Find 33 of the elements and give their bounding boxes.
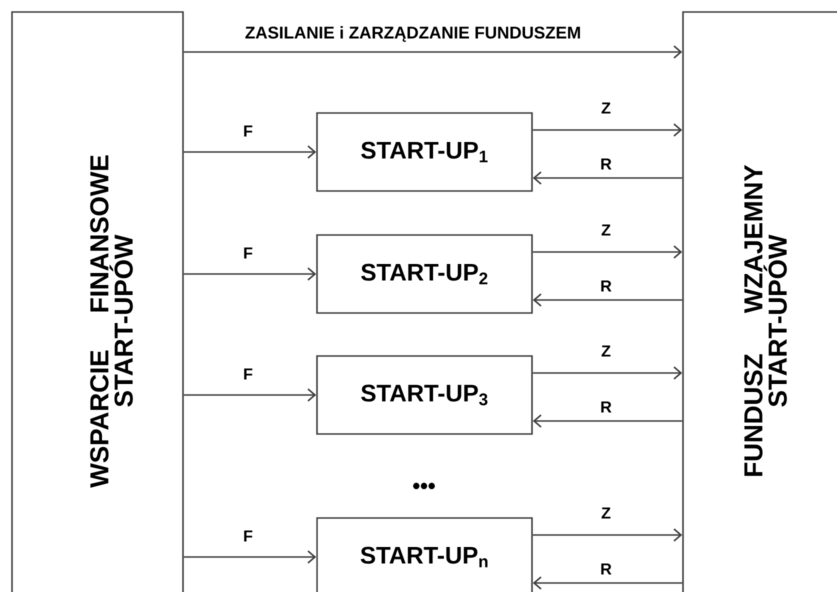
arrow — [532, 293, 682, 307]
arrow — [532, 171, 682, 185]
edge-label: F — [244, 126, 252, 136]
ellipsis: ••• — [413, 482, 435, 490]
edge-label: R — [601, 280, 612, 292]
startup-box: START-UP$_{2}$ — [316, 234, 533, 314]
arrow — [184, 145, 316, 159]
edge-label: R — [601, 564, 612, 574]
arrow — [184, 388, 316, 402]
arrow — [532, 528, 682, 542]
arrow — [532, 414, 682, 428]
edge-label: F — [244, 530, 252, 542]
arrow — [184, 45, 682, 59]
arrow — [532, 576, 682, 590]
startup-box: START-UP$_{1}$ — [316, 112, 533, 192]
edge-label: ZASILANIE i ZARZĄDZANIE FUNDUSZEM — [245, 26, 580, 42]
edge-label: Z — [602, 102, 610, 114]
startup-box: START-UP$_{3}$ — [316, 355, 533, 435]
arrow — [184, 550, 316, 564]
edge-label: F — [244, 248, 252, 258]
arrow — [532, 123, 682, 137]
side-panel: WSPARCIE FINANSOWE START-UPÓW — [11, 11, 184, 592]
edge-label: R — [601, 158, 612, 170]
arrow — [532, 245, 682, 259]
side-panel: FUNDUSZ WZAJEMNY START-UPÓW — [682, 11, 837, 592]
edge-label: Z — [602, 224, 610, 236]
arrow — [184, 267, 316, 281]
edge-label: R — [601, 402, 612, 412]
startup-box: START-UP$_{n}$ — [316, 517, 533, 592]
edge-label: Z — [602, 346, 610, 356]
arrow — [532, 366, 682, 380]
edge-label: Z — [602, 508, 610, 518]
edge-label: F — [244, 368, 252, 380]
